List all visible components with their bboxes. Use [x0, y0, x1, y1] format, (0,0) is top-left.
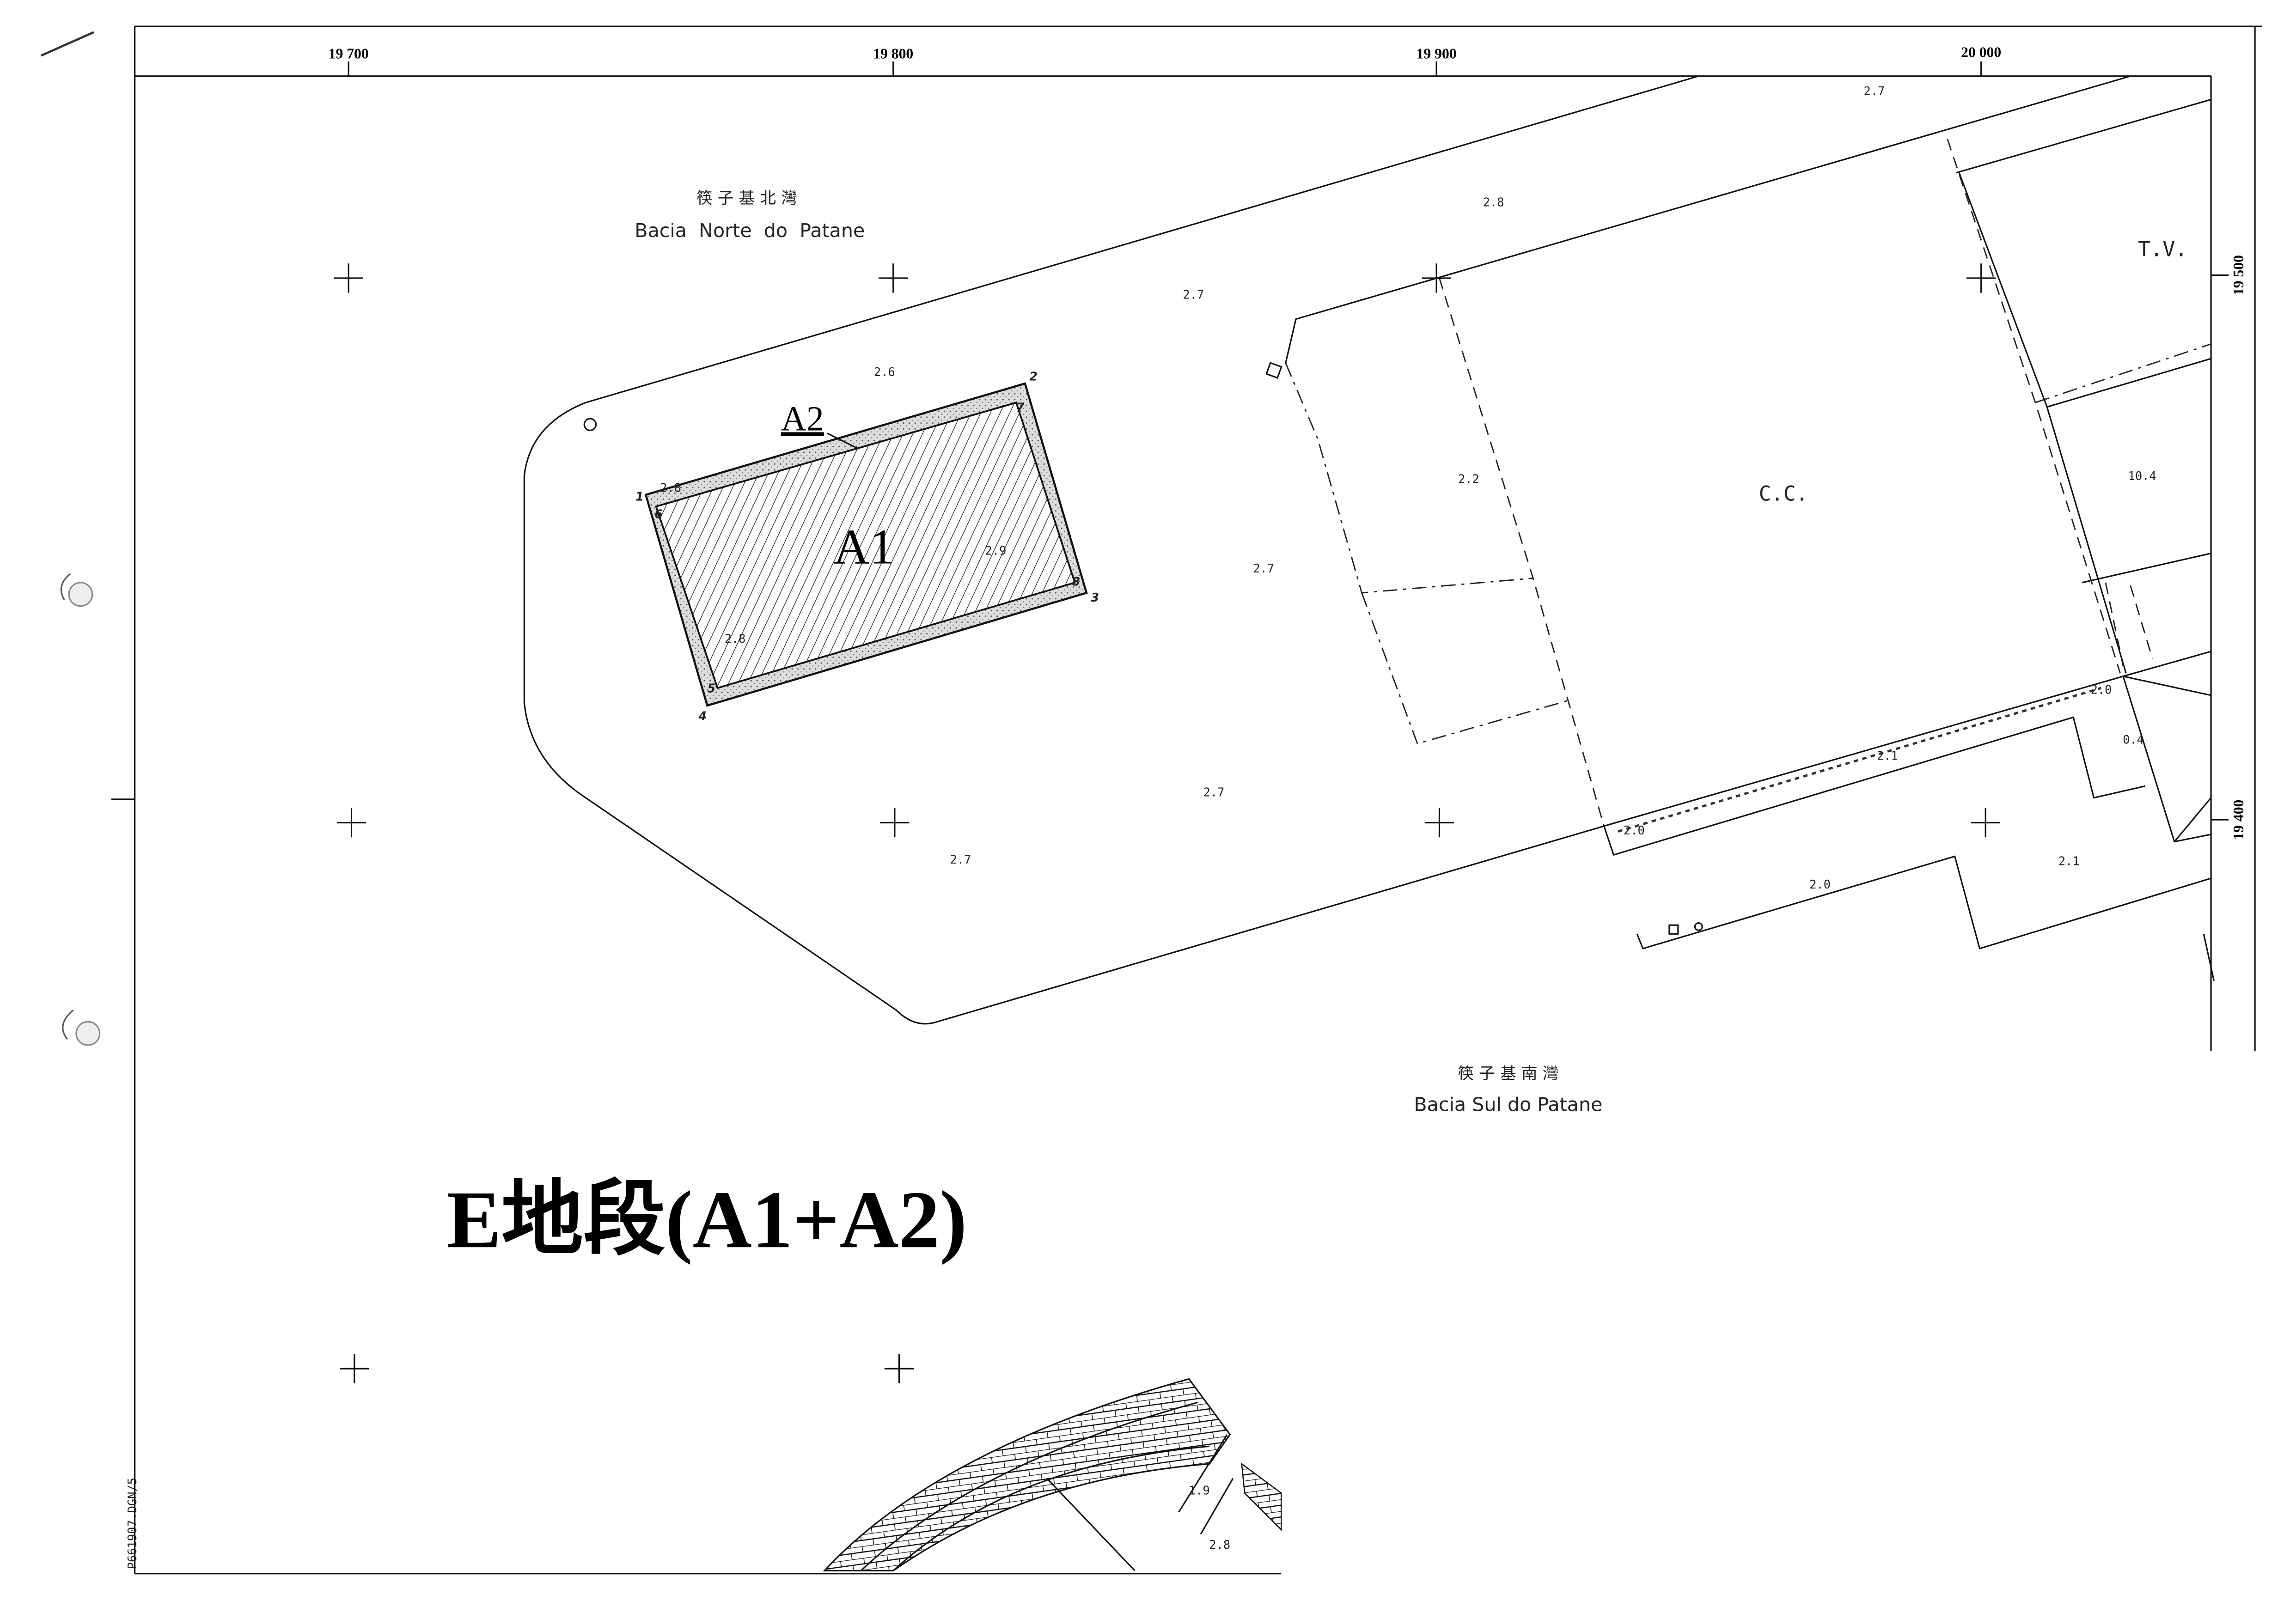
area-label-a1: A1 [834, 520, 895, 575]
elevation: 2.7 [950, 852, 971, 866]
vertex-number: 8 [1072, 574, 1080, 588]
elevation: 2.7 [1864, 84, 1885, 98]
elevation: 2.7 [1253, 561, 1274, 575]
vertex-number: 7 [1016, 400, 1025, 414]
vertex-number: 1 [635, 490, 644, 504]
elevation: 0.4 [2123, 732, 2144, 746]
elevation-labels: 2.7 2.8 2.7 2.6 2.8 2.9 2.8 2.2 2.7 10.4… [660, 84, 2156, 1552]
a2-leader-line [827, 432, 857, 449]
elevation: 2.9 [985, 544, 1007, 558]
elevation: 2.1 [1877, 749, 1898, 762]
vertex-number: 2 [1029, 370, 1038, 383]
elevation: 10.4 [2128, 469, 2156, 483]
elevation: 2.2 [1458, 472, 1479, 486]
vertex-number: 5 [707, 682, 715, 695]
north-basin-portuguese: Bacia Norte do Patane [635, 219, 865, 242]
elevation: 2.8 [660, 481, 681, 495]
grid-x-label: 19 700 [329, 46, 369, 62]
north-basin-chinese: 筷 子 基 北 灣 [696, 189, 797, 207]
vertex-number: 6 [654, 507, 663, 521]
file-reference: P661907.DGN/5 [125, 1478, 139, 1569]
grid-x-label: 19 900 [1417, 46, 1457, 62]
elevation: 2.8 [1209, 1538, 1230, 1552]
building-outlines [583, 75, 2215, 981]
cc-label: C.C. [1759, 482, 1808, 506]
tv-label: T.V. [2138, 237, 2187, 261]
bridge-structure [823, 1378, 1282, 1572]
grid-x-label: 20 000 [1961, 44, 2001, 61]
grid-y-label: 19 500 [2230, 255, 2247, 295]
elevation: 2.8 [1483, 195, 1504, 209]
area-label-a2: A2 [781, 399, 824, 438]
elevation: 2.8 [725, 632, 746, 645]
map-frame [111, 25, 2262, 1575]
elevation: 2.0 [1624, 823, 1645, 837]
elevation: 2.7 [1203, 785, 1225, 799]
plot-vertex-numbers: 1 2 3 4 5 6 7 8 [635, 370, 1099, 723]
south-basin-portuguese: Bacia Sul do Patane [1414, 1094, 1602, 1116]
binder-holes [40, 31, 101, 1046]
south-basin-chinese: 筷 子 基 南 灣 [1458, 1065, 1558, 1083]
elevation: 2.1 [2058, 854, 2080, 868]
vertex-number: 3 [1091, 590, 1099, 604]
vertex-number: 4 [698, 709, 707, 723]
plot-title: E地段(A1+A2) [446, 1175, 967, 1265]
plot-area-a1[interactable] [655, 401, 1076, 689]
elevation: 2.0 [1809, 877, 1831, 891]
dashed-boundaries [1285, 139, 2211, 833]
grid-x-label: 19 800 [873, 46, 913, 62]
land-boundary [523, 75, 2124, 1025]
elevation: 2.7 [1183, 287, 1204, 301]
grid-y-label: 19 400 [2230, 800, 2247, 840]
elevation: 2.0 [2091, 683, 2112, 697]
elevation: 2.6 [874, 365, 895, 379]
